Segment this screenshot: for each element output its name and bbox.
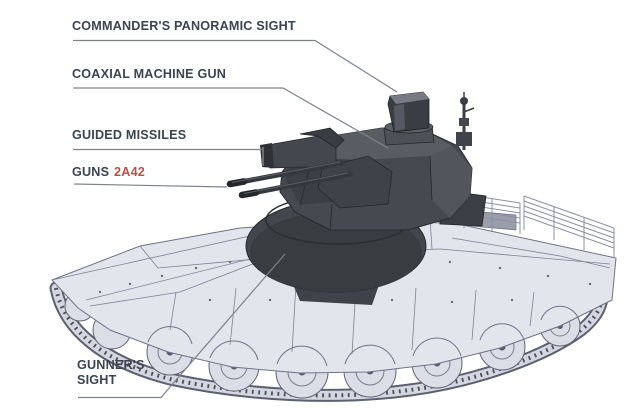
leader-lines — [73, 39, 398, 399]
label-text: COMMANDER'S PANORAMIC SIGHT — [72, 18, 296, 33]
label-commanders-panoramic-sight: COMMANDER'S PANORAMIC SIGHT — [72, 18, 296, 33]
label-coaxial-machine-gun: COAXIAL MACHINE GUN — [72, 66, 226, 81]
label-gunners-sight: GUNNER'S SIGHT — [77, 357, 145, 387]
commanders-sight — [383, 91, 435, 146]
turret — [226, 91, 487, 305]
leader-commanders-sight — [73, 39, 398, 93]
leader-coaxial-mg — [73, 87, 389, 149]
turret-side-facet — [430, 146, 472, 218]
gun-designation: 2A42 — [114, 164, 145, 179]
label-text: COAXIAL MACHINE GUN — [72, 66, 227, 81]
gun-barrels — [226, 160, 353, 199]
leader-guns — [73, 183, 228, 188]
label-guided-missiles: GUIDED MISSILES — [72, 127, 186, 142]
label-text: GUNS — [72, 164, 110, 179]
leader-gunners-sight — [78, 253, 286, 399]
gun-mount — [317, 155, 393, 209]
turret-basket-lower — [250, 212, 422, 292]
label-text: GUIDED MISSILES — [72, 127, 187, 142]
skirt-scallops — [147, 305, 580, 367]
label-text-line1: GUNNER'S — [77, 357, 145, 372]
label-guns-2a42: GUNS 2A42 — [72, 164, 145, 179]
antenna-mast — [456, 92, 475, 150]
missile-launcher — [260, 127, 345, 169]
label-text-line2: SIGHT — [77, 372, 117, 387]
